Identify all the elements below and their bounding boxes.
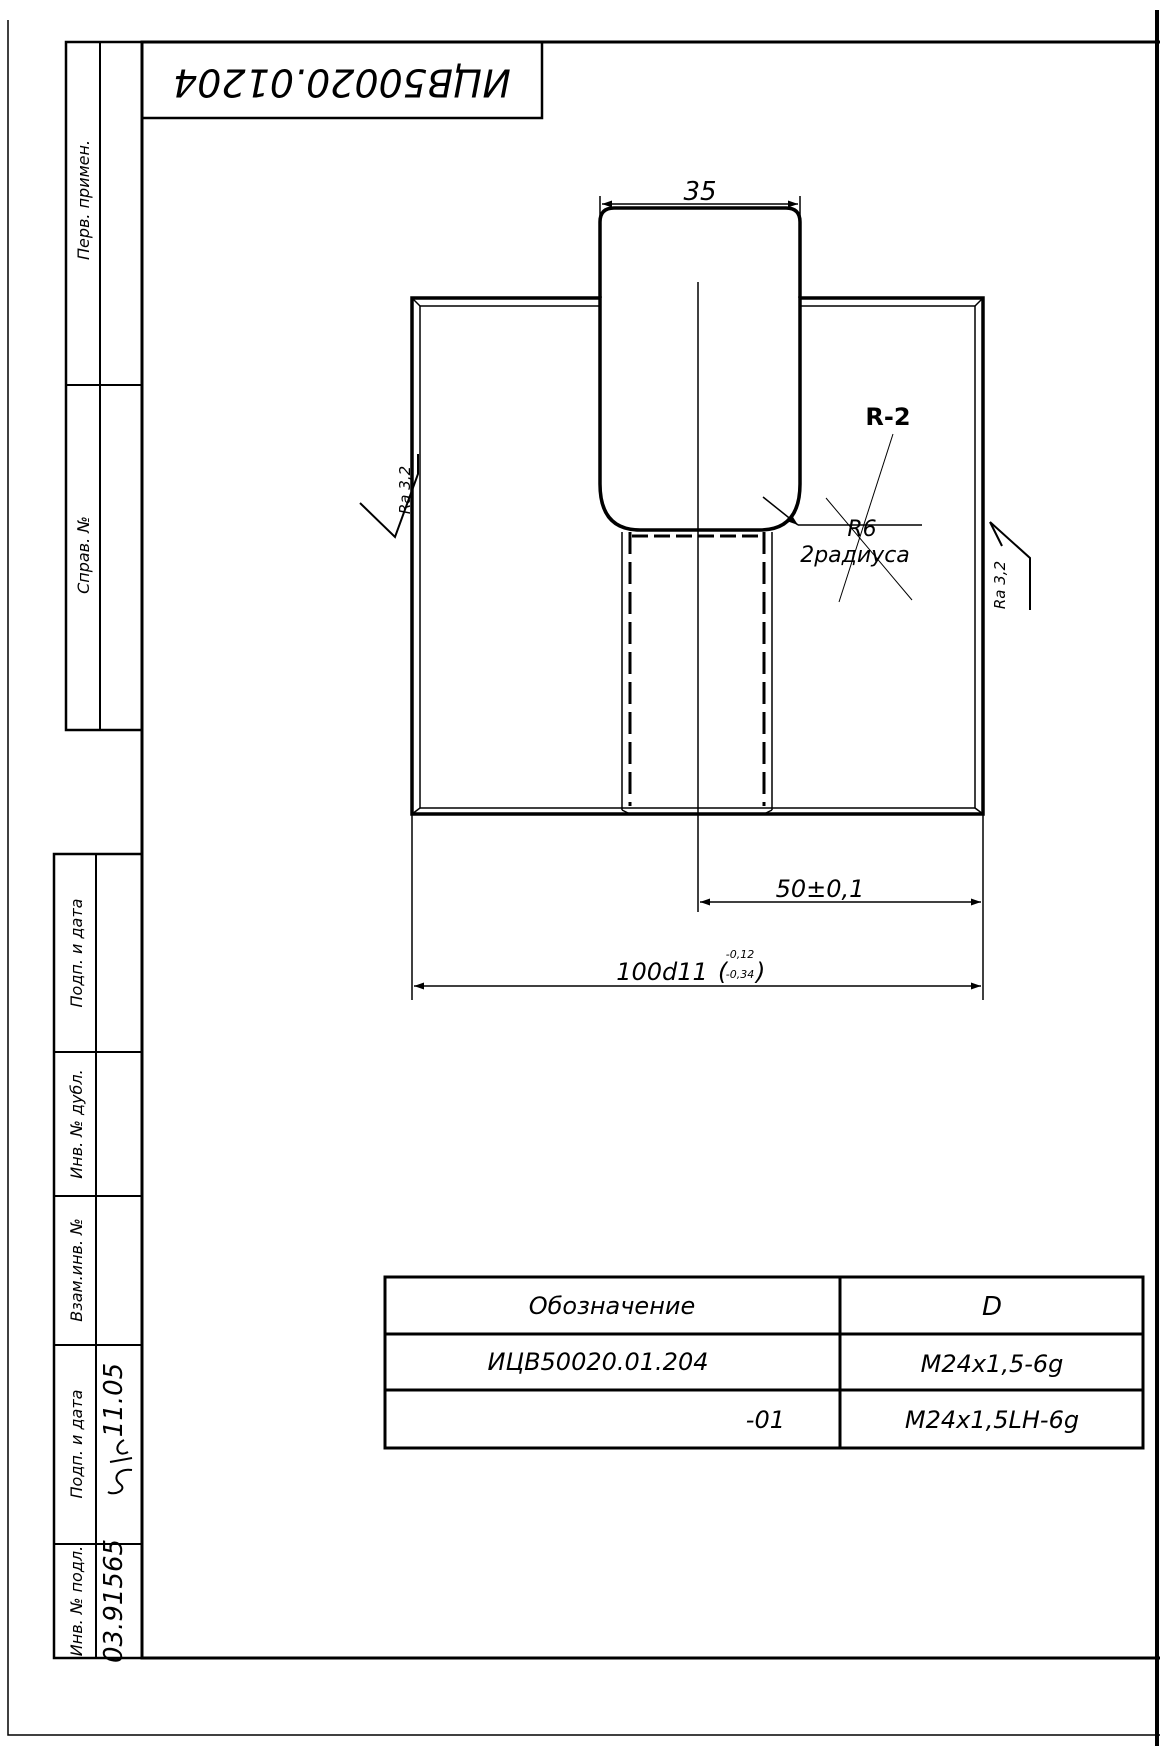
roughness-left-value: Ra 3,2 (396, 466, 414, 514)
table-cell-designation-1: ИЦВ50020.01.204 (487, 1348, 708, 1376)
roughness-left: Ra 3,2 (359, 454, 419, 539)
stamp-inv-dubl: Инв. № дубл. (67, 1069, 86, 1178)
roughness-right: Ra 3,2 (989, 521, 1031, 610)
drawing-number: ИЦВ50020.01204 (173, 61, 511, 105)
table-cell-designation-2: -01 (746, 1406, 785, 1434)
dimension-overall-width: 100d11 ( -0,12 -0,34 ) (411, 814, 984, 1000)
stamp-date-value: 11.05 (99, 1363, 129, 1437)
table-header-d: D (982, 1292, 1002, 1322)
roughness-left-icon (359, 454, 419, 539)
stamp-perv-primen: Перв. примен. (74, 140, 93, 260)
dim-tol-upper: -0,12 (726, 948, 754, 961)
dim-tol-paren-open: ( (718, 958, 729, 986)
radius-count-label: 2радиуса (800, 543, 910, 568)
stamp-sprav-no: Справ. № (74, 516, 93, 594)
stamp-inv-podl-value: 03.91565 (99, 1539, 129, 1663)
part-outline (410, 296, 985, 816)
dim-tol-lower: -0,34 (726, 968, 754, 981)
signature-icon (107, 1439, 133, 1495)
dim-overall: 100d11 (616, 958, 708, 986)
stamp-podp-data-2: Подп. и дата (67, 1390, 86, 1499)
stamp-inv-podl: Инв. № подл. (67, 1546, 86, 1656)
radius-annotations: R-2 R6 2радиуса (762, 403, 922, 603)
dimension-offset: 50±0,1 (700, 814, 984, 914)
table-header-designation: Обозначение (529, 1292, 696, 1320)
side-stamp-upper: Перв. примен. Справ. № (64, 40, 144, 732)
sheet-edge (7, 20, 1160, 1736)
dim-offset: 50±0,1 (776, 875, 865, 903)
radius-r6-label: R6 (847, 517, 876, 542)
dim-tol-paren-close: ) (754, 958, 765, 986)
radius-r2-label: R-2 (865, 403, 910, 431)
stamp-vzam-inv: Взам.инв. № (67, 1218, 86, 1322)
table-cell-d-2: M24x1,5LH-6g (905, 1406, 1079, 1434)
dimension-head-width: 35 (599, 177, 801, 222)
head-top (598, 206, 802, 298)
part-view (410, 206, 985, 912)
side-stamp-lower: Подп. и дата Инв. № дубл. Взам.инв. № По… (52, 852, 144, 1663)
table-cell-d-1: M24x1,5-6g (921, 1350, 1064, 1378)
roughness-right-icon (989, 521, 1031, 610)
dim-35: 35 (683, 177, 716, 207)
drawing-frame (140, 40, 1160, 1660)
roughness-right-value: Ra 3,2 (991, 561, 1009, 609)
stamp-podp-data-1: Подп. и дата (67, 899, 86, 1008)
designation-table: Обозначение D ИЦВ50020.01.204 M24x1,5-6g… (383, 1275, 1145, 1450)
